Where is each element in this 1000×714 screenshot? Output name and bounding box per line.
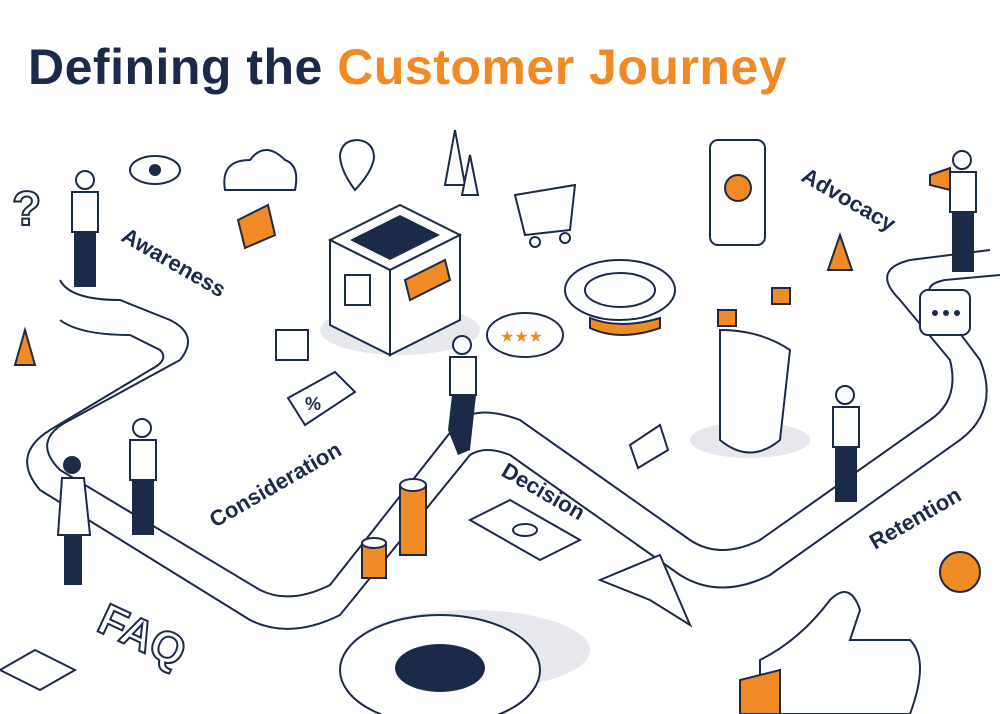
store-icon <box>327 203 463 357</box>
cloud-mail-icon <box>223 149 298 250</box>
review-stars-bubble: ★★★ <box>486 312 564 358</box>
location-pin-icon <box>338 138 376 192</box>
gift-box-icon <box>275 329 309 361</box>
cube-block-icon <box>0 648 78 692</box>
chat-bubble-icon <box>919 289 971 336</box>
person-walking <box>448 335 477 455</box>
paper-plane-icon <box>597 553 693 628</box>
title-part-1: Defining the <box>28 39 323 95</box>
eye-icon <box>129 155 181 185</box>
title-part-2: Customer Journey <box>337 39 788 95</box>
gear-icon <box>339 614 541 714</box>
ring-chart-icon <box>564 259 676 336</box>
trees-icon <box>443 129 480 196</box>
faq-letters: FAQ <box>91 595 194 678</box>
stage-retention: Retention <box>865 482 965 554</box>
discount-tag-icon: % <box>286 370 357 427</box>
question-mark-icon: ? <box>12 183 41 236</box>
smartphone-smiley-icon <box>709 139 766 246</box>
smiley-coin-icon <box>939 551 981 593</box>
person-retention <box>832 385 860 502</box>
banknote-icon <box>467 498 583 562</box>
stage-advocacy: Advocacy <box>798 163 901 237</box>
svg-text:★★★: ★★★ <box>500 329 543 346</box>
magnet-hand-icon <box>717 287 792 454</box>
person-advocacy-megaphone <box>929 150 977 272</box>
person-awareness <box>71 170 99 287</box>
thumbs-up-icon <box>739 591 921 714</box>
stage-awareness: Awareness <box>118 223 231 303</box>
envelope-icon <box>628 423 670 470</box>
stage-consideration: Consideration <box>205 437 346 533</box>
shopping-cart-icon <box>513 183 577 248</box>
cone-icon <box>13 326 37 366</box>
page-title: Defining the Customer Journey <box>28 38 787 96</box>
discount-percent: % <box>305 394 321 414</box>
coin-stacks-icon <box>361 478 427 579</box>
person-consideration-woman <box>56 456 92 585</box>
person-consideration-man <box>129 418 157 535</box>
cone-icon <box>826 231 854 271</box>
